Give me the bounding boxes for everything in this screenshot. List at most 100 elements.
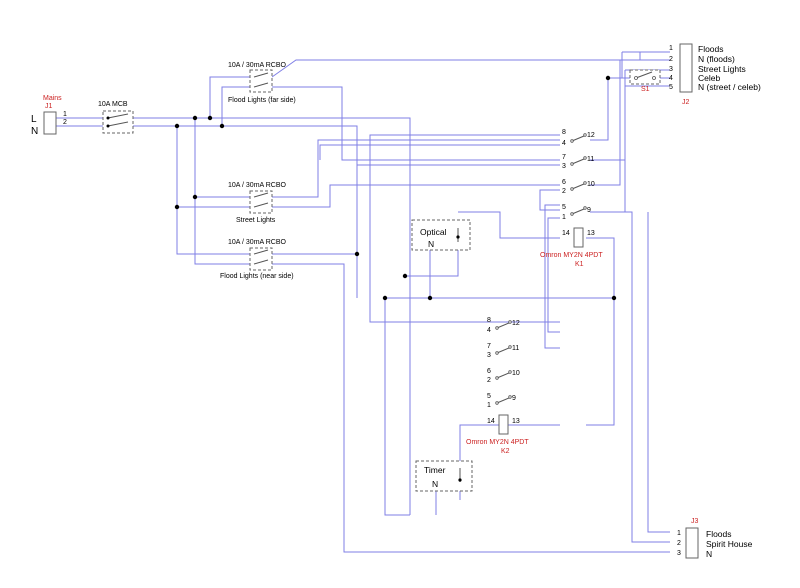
k2-contact [495, 326, 499, 330]
wire-n-rcbo-near [176, 207, 250, 255]
k2-pin: 7 [487, 343, 491, 350]
wire-far-out-n [272, 86, 560, 161]
junction-dot [611, 295, 617, 301]
wire-k2-coil-14 [459, 424, 560, 490]
k2-pin: 6 [487, 368, 491, 375]
optical-contact [456, 235, 460, 239]
j3-pin: 3 [677, 550, 681, 557]
k1-contact [570, 139, 574, 143]
k1-contact [583, 181, 587, 185]
k1-contact [583, 156, 587, 160]
k1-pin: 13 [587, 230, 595, 237]
mcb-box [102, 110, 134, 134]
rcbo-far-switch [253, 72, 269, 88]
junction-dot [605, 75, 611, 81]
k1-pin: 8 [562, 129, 566, 136]
j3-ref: J3 [691, 518, 699, 525]
j2-label: Street Lights [698, 64, 746, 74]
j2-body [679, 43, 693, 93]
k1-contact [570, 162, 574, 166]
wire-neutral-down [384, 298, 410, 516]
wire-far-out-l [271, 52, 641, 78]
rcbo-street-name: Street Lights [236, 217, 276, 224]
s1-contact [634, 76, 638, 80]
k2-contact-arm [496, 322, 510, 329]
s1-box [629, 69, 661, 85]
mains-pin1: 1 [63, 111, 67, 118]
j2-label: Floods [698, 44, 724, 54]
k1-pin: 7 [562, 154, 566, 161]
mains-connector: Mains J1 L N 1 2 [31, 95, 67, 137]
rcbo-near-name: Flood Lights (near side) [220, 273, 294, 280]
j3-body [685, 527, 699, 559]
rcbo-street-box [249, 190, 273, 214]
junction-dot [219, 123, 225, 129]
k1-pin: 11 [587, 156, 594, 163]
k2-contact [495, 401, 499, 405]
j3-label: N [706, 549, 712, 559]
j2-ref: J2 [682, 99, 690, 106]
optical-label: Optical [420, 227, 447, 237]
k2-pin: 1 [487, 402, 491, 409]
j3-label: Floods [706, 529, 732, 539]
relay-k1: 8 4 12 7 3 11 6 2 10 5 1 9 14 13 Omron M… [540, 129, 603, 268]
j2-pin: 5 [669, 84, 673, 91]
wire-k1-10 [590, 60, 621, 186]
optical-box [411, 219, 471, 251]
rcbo-street-rating: 10A / 30mA RCBO [228, 182, 287, 189]
rcbo-street: 10A / 30mA RCBO Street Lights [228, 182, 287, 224]
j2-pin: 3 [669, 66, 673, 73]
k2-pin: 14 [487, 418, 495, 425]
j2-label: N (floods) [698, 54, 735, 64]
wire-k1-6 [539, 189, 560, 211]
mcb: 10A MCB [98, 101, 134, 134]
j1-body [43, 111, 57, 135]
mains-ref-name: Mains [43, 95, 62, 102]
k1-contact-arm [571, 183, 585, 190]
j2-label: N (street / celeb) [698, 82, 761, 92]
wire-s1 [608, 52, 630, 79]
wire-street-out-n [272, 184, 560, 208]
junction-dot [192, 194, 198, 200]
j2-pin: 4 [669, 75, 673, 82]
wire-k1-coil-14 [458, 211, 560, 239]
mcb-switch [107, 113, 129, 127]
k1-model: Omron MY2N 4PDT [540, 252, 603, 259]
wire-street-out-l [272, 139, 560, 198]
rcbo-near-box [249, 247, 273, 271]
junction-dot [174, 123, 180, 129]
k1-pin: 5 [562, 204, 566, 211]
j3-connector: J3 1 2 3 Floods Spirit House N [677, 518, 753, 559]
k1-pin: 10 [587, 181, 595, 188]
wire-j3-pin2 [647, 212, 670, 533]
mains-l-label: L [31, 114, 37, 125]
k1-contact-arm [571, 208, 585, 215]
wire-optical-out [405, 242, 459, 277]
j2-pin: 1 [669, 45, 673, 52]
k2-pin: 2 [487, 377, 491, 384]
k2-pin: 9 [512, 395, 516, 402]
s1-ref: S1 [641, 86, 650, 93]
k1-pin: 4 [562, 140, 566, 147]
k2-pin: 4 [487, 327, 491, 334]
timer-contact [458, 478, 462, 482]
timer: Timer N [415, 460, 473, 492]
k2-contact [495, 351, 499, 355]
wire-k1-12 [590, 78, 609, 141]
wire-k1-1 [547, 217, 560, 333]
k2-contact-arm [496, 347, 510, 354]
s1-contact [652, 76, 656, 80]
k1-ref: K1 [575, 261, 584, 268]
j3-pin: 2 [677, 540, 681, 547]
k1-pin: 1 [562, 214, 566, 221]
junction-dot [174, 204, 180, 210]
k2-pin: 13 [512, 418, 520, 425]
k2-ref: K2 [501, 448, 510, 455]
k1-contact [570, 212, 574, 216]
k2-pin: 10 [512, 370, 520, 377]
k2-contact [508, 370, 512, 374]
k1-pin: 6 [562, 179, 566, 186]
rcbo-far-name: Flood Lights (far side) [228, 97, 296, 104]
timer-box [415, 460, 473, 492]
